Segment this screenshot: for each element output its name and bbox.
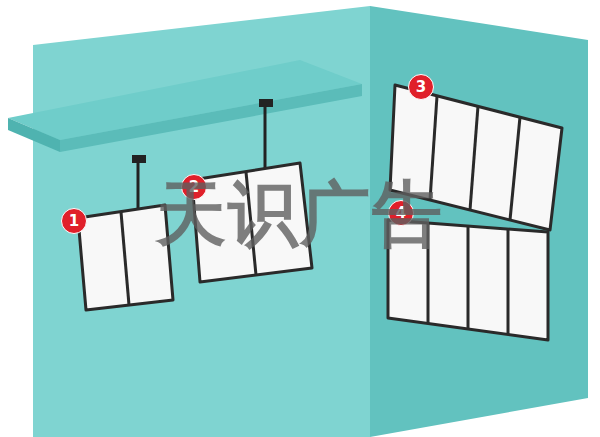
watermark: 天识广告: [156, 168, 444, 262]
awning-front: [60, 84, 362, 152]
awning-edge: [8, 118, 60, 152]
callout-number: 1: [61, 208, 87, 234]
rod-brackets: [132, 99, 273, 163]
callout-number: 3: [408, 74, 434, 100]
light-boxes: [78, 85, 562, 340]
